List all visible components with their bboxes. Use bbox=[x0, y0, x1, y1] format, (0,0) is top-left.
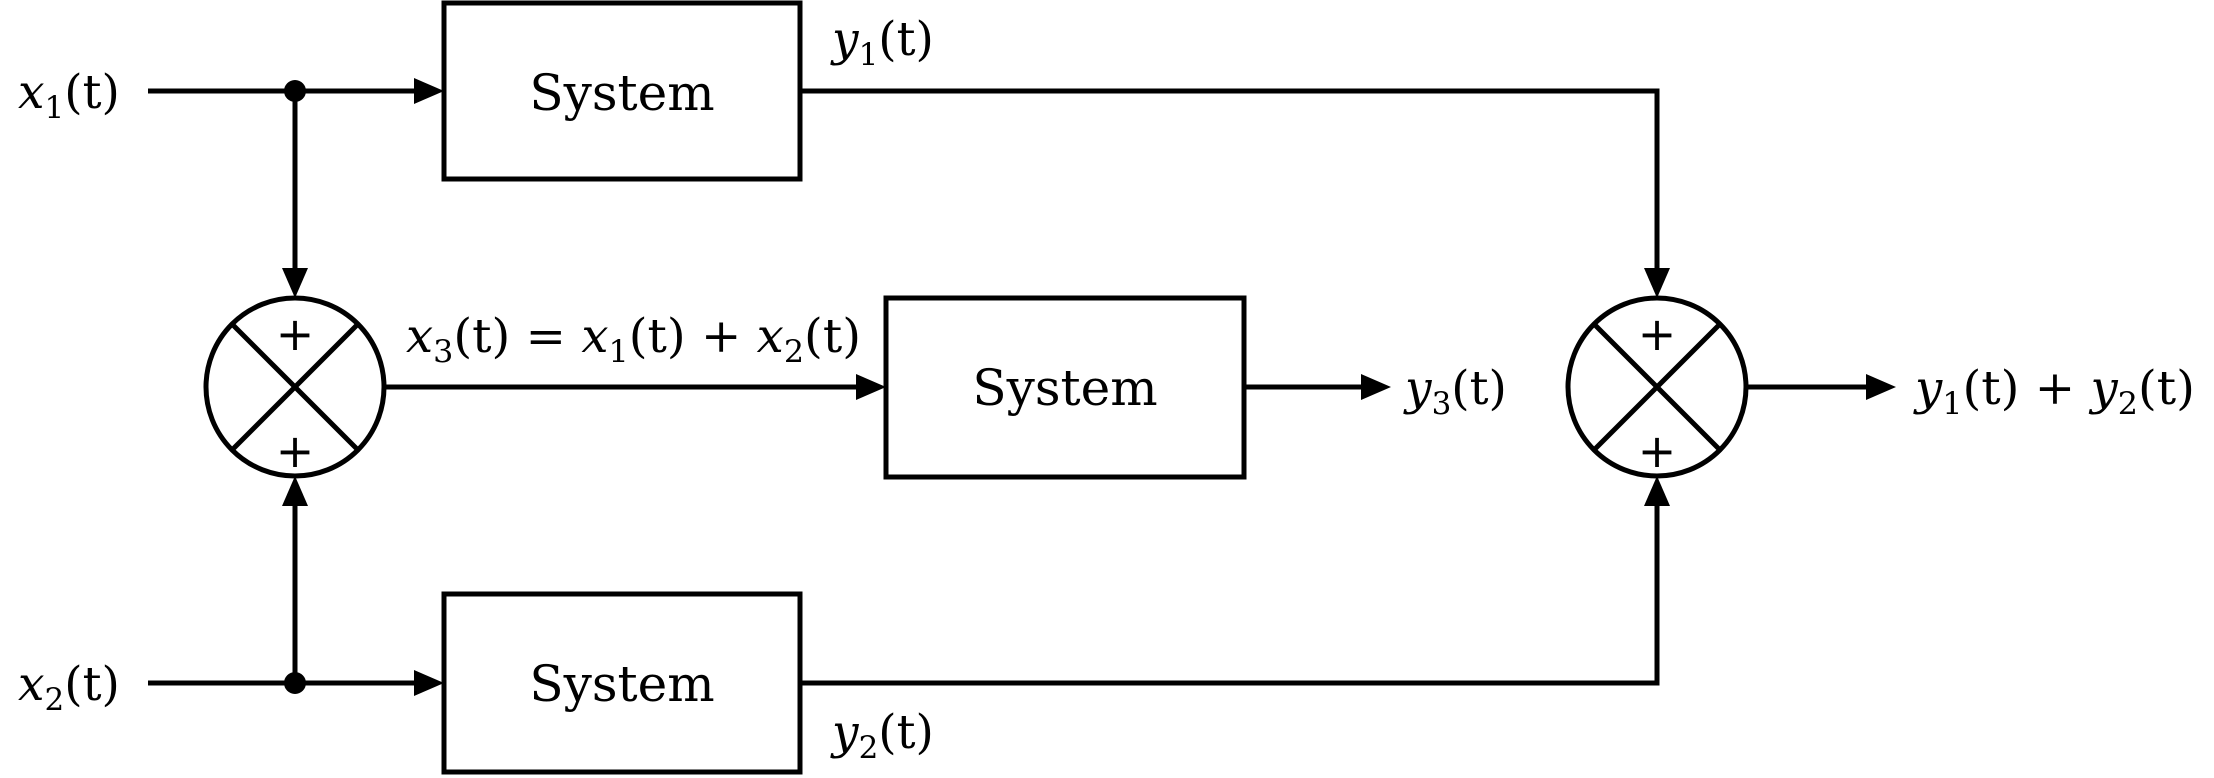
summing-junction-right: + + bbox=[1565, 295, 1749, 479]
signal-label-y1: y1(t) bbox=[830, 12, 934, 73]
summing-junction-left-bottom-sign: + bbox=[276, 424, 315, 478]
arrowhead-left-summer-bottom bbox=[282, 476, 308, 506]
wires bbox=[148, 88, 1870, 686]
arrowhead-sum-output bbox=[1866, 374, 1896, 400]
arrowhead-y3 bbox=[1361, 374, 1391, 400]
signal-label-x2: x2(t) bbox=[18, 657, 120, 718]
system-block-bottom: System bbox=[441, 591, 803, 775]
summing-junction-left-top-sign: + bbox=[276, 307, 315, 361]
signal-label-y3: y3(t) bbox=[1403, 361, 1507, 422]
arrowhead-top-system bbox=[414, 78, 444, 104]
wire-y2 bbox=[800, 500, 1660, 686]
arrowhead-right-summer-top bbox=[1644, 268, 1670, 298]
arrowhead-left-summer-top bbox=[282, 268, 308, 298]
system-block-bottom-label: System bbox=[529, 655, 714, 713]
arrowhead-bottom-system bbox=[414, 670, 444, 696]
wire-y1 bbox=[800, 88, 1660, 272]
system-block-middle: System bbox=[883, 295, 1247, 480]
system-block-middle-label: System bbox=[972, 359, 1157, 417]
signal-label-y2: y2(t) bbox=[830, 705, 934, 766]
summing-junction-right-bottom-sign: + bbox=[1638, 424, 1677, 478]
arrowheads bbox=[282, 78, 1896, 696]
arrowhead-right-summer-bottom bbox=[1644, 476, 1670, 506]
summing-junction-left: + + bbox=[203, 295, 387, 479]
signal-label-x3-equation: x3(t) = x1(t) + x2(t) bbox=[406, 309, 861, 370]
system-block-top: System bbox=[441, 0, 803, 182]
summing-junction-right-top-sign: + bbox=[1638, 307, 1677, 361]
junction-dot-x2 bbox=[284, 672, 306, 694]
signal-label-x1: x1(t) bbox=[18, 65, 120, 126]
arrowhead-middle-system bbox=[856, 374, 886, 400]
junction-dot-x1 bbox=[284, 80, 306, 102]
signal-label-sum-output: y1(t) + y2(t) bbox=[1913, 361, 2195, 422]
system-block-top-label: System bbox=[529, 64, 714, 122]
